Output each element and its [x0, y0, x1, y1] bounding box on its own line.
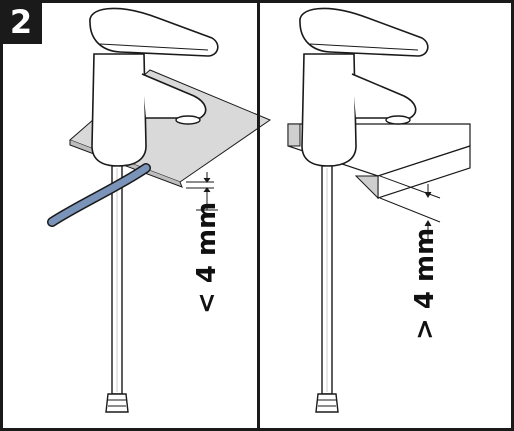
thin-sheet-dimension-label: < 4 mm: [192, 201, 222, 314]
right-panel-illustration: [287, 7, 471, 413]
step-number-badge: 2: [0, 0, 42, 44]
thick-countertop-dimension-label: > 4 mm: [410, 227, 440, 340]
faucet-right-icon: [299, 7, 429, 413]
thick-thickness-dimension: [379, 175, 441, 240]
left-panel-illustration: [47, 7, 272, 413]
thin-thickness-dimension: [186, 172, 218, 211]
panel-divider: [257, 0, 260, 431]
